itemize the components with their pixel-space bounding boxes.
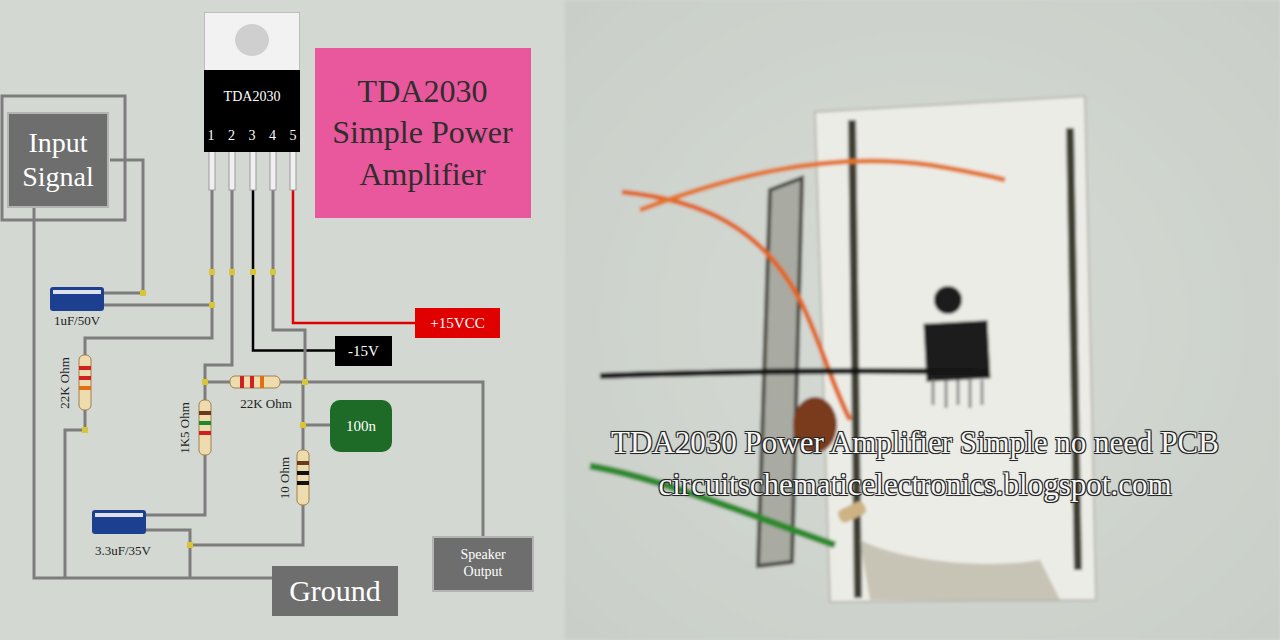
chip-tab: [205, 13, 300, 73]
input-box: Input Signal: [7, 112, 109, 208]
photo-caption: TDA2030 Power Amplifier Simple no need P…: [611, 424, 1219, 461]
chip-leg: [209, 150, 215, 190]
watermark-url: circuitschematicelectronics.blogspot.com: [658, 466, 1171, 503]
resistor-band: [297, 461, 309, 465]
chip-leg: [229, 150, 235, 190]
capacitor-body: [92, 510, 146, 534]
junction-dot: [302, 379, 308, 385]
circuit-wire: [65, 160, 330, 578]
capacitor-value: 1uF/50V: [54, 313, 100, 329]
capacitor-highlight: [53, 290, 101, 294]
resistor-band: [79, 366, 91, 370]
capacitor-symbol: [50, 287, 104, 311]
photo-illustration: [565, 0, 1280, 640]
wire-connector: [34, 208, 272, 578]
node-text: Speaker Output: [446, 547, 521, 581]
junction-dot: [187, 542, 193, 548]
node-text: 1 2 3 4 5: [204, 128, 300, 145]
resistor-symbol: [79, 355, 91, 410]
resistor-body: [79, 355, 91, 410]
resistor-symbol: [199, 400, 211, 455]
junction-dot: [270, 269, 276, 275]
resistor-band: [199, 411, 211, 415]
black-wire: [600, 371, 990, 376]
screw: [934, 286, 962, 314]
node-text: TDA2030 Simple Power Amplifier: [327, 71, 519, 196]
resistor-band: [79, 386, 91, 390]
chip-body: [204, 70, 300, 152]
resistor-band: [260, 376, 264, 388]
resistor-band: [199, 431, 211, 435]
resistor-body: [297, 450, 309, 505]
resistor-band: [199, 421, 211, 425]
resistor-band: [297, 471, 309, 475]
resistor-band: [250, 376, 254, 388]
resistor-value: 22K Ohm: [240, 396, 292, 412]
resistor-symbol: [230, 376, 280, 388]
node-text: Ground: [289, 573, 381, 609]
title-box: TDA2030 Simple Power Amplifier: [315, 48, 531, 218]
chip-leg: [270, 150, 276, 190]
junction-dot: [209, 269, 215, 275]
junction-dot: [300, 422, 306, 428]
ic-chip: TDA2030 1 2 3 4 5: [204, 12, 300, 152]
resistor-value: 1K5 Ohm: [177, 402, 193, 454]
node-text: TDA2030: [204, 89, 300, 106]
supply-label: -15V: [335, 336, 392, 366]
heatsink-edge: [852, 120, 1078, 598]
junction-dot: [82, 427, 88, 433]
capacitor-box: 100n: [330, 400, 392, 452]
resistor-photo: [836, 500, 867, 525]
capacitor-body: [50, 287, 104, 311]
chip-leg: [290, 150, 296, 190]
resistor-band: [240, 376, 244, 388]
orange-wire: [640, 161, 1005, 210]
chip-leg: [250, 150, 256, 190]
ground-box: Ground: [272, 566, 398, 616]
chip-hole: [235, 24, 269, 56]
resistor-value: 22K Ohm: [57, 357, 73, 409]
junction-dot: [250, 269, 256, 275]
supply-label: +15VCC: [415, 308, 500, 338]
resistor-value: 10 Ohm: [277, 457, 293, 499]
chip-legs-photo: [933, 380, 982, 408]
junction-dots: [82, 269, 308, 548]
capacitor-symbol: [92, 510, 146, 534]
node-text: 100n: [346, 417, 376, 435]
resistor-band: [79, 376, 91, 380]
resistor-body: [230, 376, 280, 388]
resistor-symbol: [297, 450, 309, 505]
resistor-band: [297, 481, 309, 485]
resistor-body: [199, 400, 211, 455]
photo-ground: [565, 0, 1280, 640]
capacitor-highlight: [95, 513, 143, 517]
chip-legs: [209, 150, 296, 190]
input-frame: [2, 96, 125, 220]
capacitor-value: 3.3uF/35V: [95, 543, 151, 559]
junction-dot: [202, 379, 208, 385]
heatsink-stain: [860, 540, 1060, 600]
node-text: -15V: [348, 342, 379, 360]
junction-dot: [229, 269, 235, 275]
junction-dot: [209, 302, 215, 308]
node-text: Input Signal: [15, 126, 101, 193]
junction-dot: [140, 290, 146, 296]
orange-wire: [622, 192, 850, 420]
output-box: Speaker Output: [432, 536, 534, 592]
node-text: +15VCC: [430, 314, 484, 332]
